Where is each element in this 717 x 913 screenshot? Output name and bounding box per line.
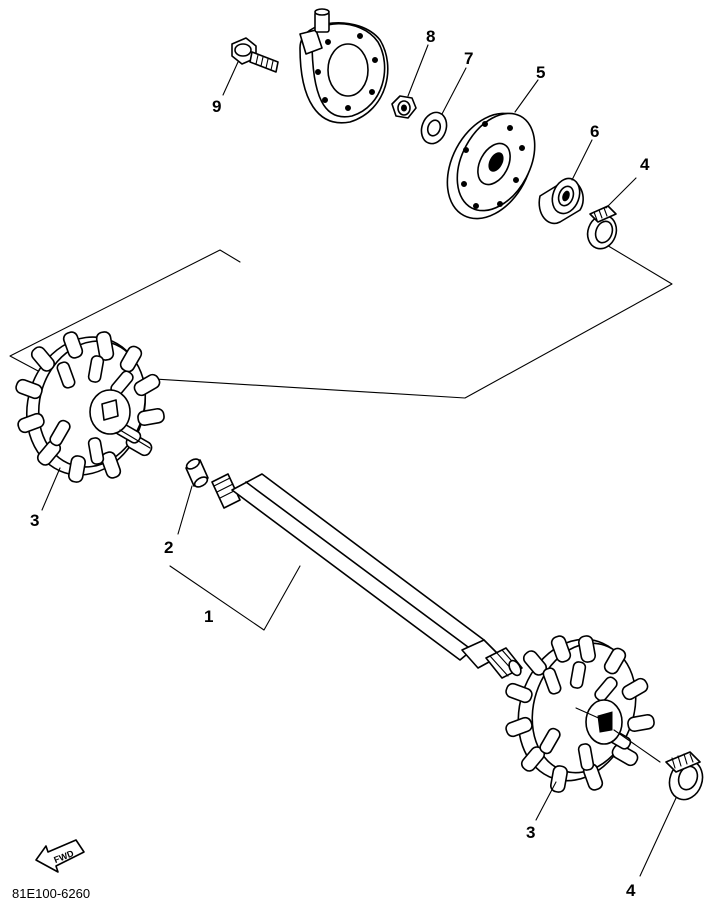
callout-plate: 5 [536, 63, 545, 82]
forward-arrow-icon: FWD [35, 839, 85, 873]
leader-plate [514, 79, 539, 113]
callout-sprocket-left: 3 [30, 511, 39, 530]
leader-pin [177, 485, 193, 535]
leader-washer [441, 67, 467, 115]
leader-bolt [222, 61, 239, 96]
sprocket-right [505, 635, 661, 793]
leader-nut [407, 44, 429, 97]
callout-sprocket-right: 3 [526, 823, 535, 842]
callout-shaft: 1 [204, 607, 213, 626]
callout-clip-top: 4 [640, 155, 650, 174]
pin [185, 458, 209, 488]
clip-bottom [665, 751, 704, 801]
leader-sprocket-left [41, 467, 61, 511]
callout-bolt: 9 [212, 97, 221, 116]
callout-nut: 8 [426, 27, 435, 46]
bearing [538, 177, 584, 225]
bearing-plate [446, 112, 536, 220]
leader-sprocket-right [535, 781, 557, 821]
callout-pin: 2 [164, 538, 173, 557]
bolt [231, 37, 279, 73]
nut [391, 95, 417, 119]
drive-shaft [211, 473, 523, 679]
diagram-code: 81E100-6260 [12, 886, 90, 901]
leader-clip-top [605, 177, 637, 209]
callout-clip-bottom: 4 [626, 881, 636, 900]
leader-shaft [169, 565, 301, 631]
leader-clip-bottom [639, 797, 677, 877]
clip-top [586, 205, 618, 250]
bearing-housing [299, 8, 389, 124]
leader-bearing [571, 139, 593, 181]
sprocket-left [15, 331, 165, 483]
washer [420, 111, 448, 145]
callout-bearing: 6 [590, 122, 599, 141]
callout-washer: 7 [464, 49, 473, 68]
